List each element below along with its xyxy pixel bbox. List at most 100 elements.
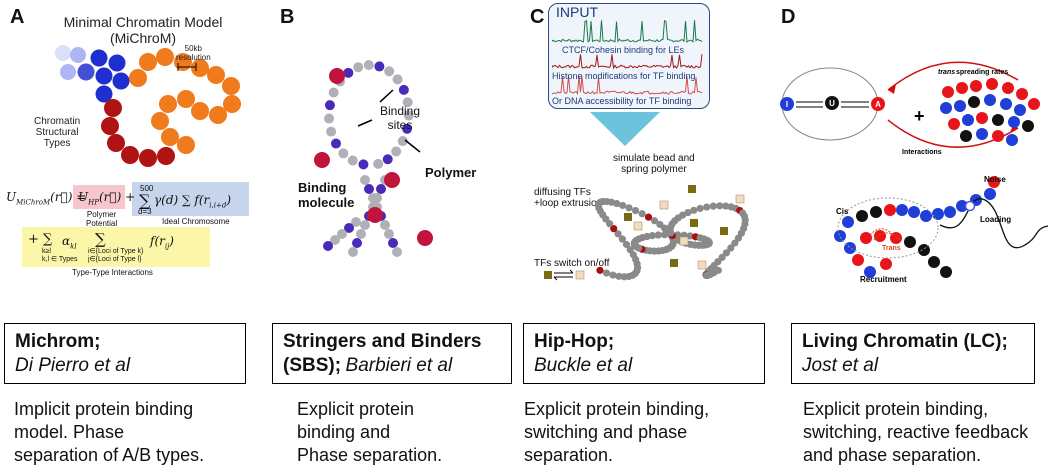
- type-sum-2: ∑: [95, 230, 106, 248]
- trans-link: [873, 232, 901, 241]
- bead: [90, 49, 108, 67]
- tf-off: [659, 200, 669, 210]
- polymer-bead: [686, 232, 694, 240]
- state-a-text: A: [875, 100, 881, 109]
- cluster-bead: [976, 112, 988, 124]
- state-u-text: U: [829, 99, 835, 108]
- cluster-bead: [1002, 82, 1014, 94]
- cluster-bead: [1000, 98, 1012, 110]
- bead: [223, 95, 241, 113]
- switch-arrowhead: [553, 276, 558, 281]
- polymer-bead: [722, 249, 731, 257]
- caption-box-a: Michrom; Di Pierro et al: [4, 323, 246, 384]
- energy-lhs-symbol: U: [6, 190, 17, 204]
- chain-bead: [884, 204, 896, 216]
- caption-title-d: Living Chromatin (LC);: [802, 331, 1008, 352]
- polymer-bead: [351, 217, 361, 227]
- polymer-bead: [323, 241, 333, 251]
- polymer-bead: [373, 158, 384, 169]
- chromatin-types-label: Chromatin Structural Types: [34, 116, 80, 149]
- cluster-bead: [940, 102, 952, 114]
- track-2-label: Histone modifications for TF binding: [552, 71, 696, 81]
- polymer-bead: [338, 148, 349, 159]
- chain-bead: [956, 200, 968, 212]
- simulate-label: simulate bead and spring polymer: [613, 153, 695, 175]
- michrom-title-line2: (MiChroM): [109, 30, 177, 46]
- polymer-bead: [391, 146, 402, 157]
- sum-kl: k,l ∈ Types: [42, 256, 78, 263]
- polymer-potential-label: Polymer Potential: [86, 210, 117, 228]
- type-interactions-label: Type-Type Interactions: [72, 268, 153, 277]
- cluster-bead: [1028, 98, 1040, 110]
- diffusing-label: diffusing TFs +loop extrusion: [534, 187, 602, 209]
- polymer-bead: [326, 126, 337, 137]
- state-u-node: [825, 96, 839, 110]
- polymer-bead: [618, 235, 626, 243]
- trans-interaction-label: Trans: [882, 245, 901, 252]
- track-3-label: Or DNA accessibility for TF binding: [552, 96, 692, 106]
- bead: [151, 112, 169, 130]
- chain-bead: [918, 244, 930, 256]
- bead: [157, 147, 175, 165]
- tf-on: [670, 259, 678, 267]
- polymer-bead: [353, 62, 364, 73]
- tf-on: [720, 227, 728, 235]
- polymer-bead: [368, 193, 378, 203]
- michrom-bead-chain: [55, 45, 241, 167]
- tf-switch-on-icon: [544, 271, 552, 279]
- state-a-node: [871, 97, 885, 111]
- polymer-bead: [380, 220, 390, 230]
- polymer-bead: [376, 184, 386, 194]
- trans-label: trans: [938, 69, 955, 76]
- polymer-bead: [650, 217, 659, 225]
- panel-c-letter: C: [530, 6, 545, 28]
- cis-label: Cis: [836, 207, 849, 216]
- polymer-bead: [625, 204, 633, 212]
- bead: [101, 117, 119, 135]
- polymer-bead: [402, 97, 413, 108]
- polymer-label: Polymer: [425, 165, 477, 180]
- chain-bead: [908, 206, 920, 218]
- molecule-label-2: molecule: [298, 195, 355, 210]
- cluster-bead: [992, 114, 1004, 126]
- bead: [95, 67, 113, 85]
- polymer-bead: [403, 110, 414, 121]
- recruitment-label: Recruitment: [860, 275, 907, 284]
- description-d: Explicit protein binding, switching, rea…: [803, 398, 1028, 467]
- energy-hp-sub: HP: [88, 198, 99, 207]
- cluster-bead: [1014, 104, 1026, 116]
- polymer-bead: [388, 238, 398, 248]
- spreading-arc: [887, 61, 1019, 91]
- chain-bead: [834, 230, 846, 242]
- tf-on: [688, 185, 696, 193]
- caption-title-b-2: (SBS);: [283, 355, 342, 376]
- bead: [177, 136, 195, 154]
- caption-author-d: Jost et al: [802, 355, 879, 376]
- simulate-2: spring polymer: [621, 164, 687, 175]
- bead: [112, 72, 130, 90]
- polymer-bead: [360, 220, 370, 230]
- polymer-bead: [614, 230, 622, 238]
- polymer-bead: [631, 206, 640, 215]
- resolution-label-1: 50kb: [184, 44, 203, 53]
- sbs-polymer-diagram: [314, 60, 433, 257]
- molecule-label-1: Binding: [298, 180, 347, 195]
- polymer-bead: [343, 67, 354, 78]
- bead: [207, 66, 225, 84]
- caption-title-b-1: Stringers and Binders: [283, 331, 482, 352]
- sum-top: 500: [140, 184, 154, 193]
- down-arrow-shape: [590, 112, 660, 146]
- lc-polymer-chain: [834, 176, 1000, 278]
- description-a: Implicit protein binding model. Phase se…: [14, 398, 204, 467]
- binding-molecule-label: Binding molecule: [298, 180, 354, 210]
- desc-c-2: switching and phase: [524, 422, 688, 442]
- loading-label: Loading: [980, 215, 1011, 224]
- polymer-bead: [734, 234, 743, 242]
- bead: [161, 128, 179, 146]
- polymer-bead: [384, 229, 394, 239]
- caption-box-c: Hip-Hop; Buckle et al: [523, 323, 765, 384]
- cluster-bead: [960, 130, 972, 142]
- sum-bottom: d=3: [138, 207, 152, 216]
- chain-bead: [940, 266, 952, 278]
- bead: [60, 64, 76, 80]
